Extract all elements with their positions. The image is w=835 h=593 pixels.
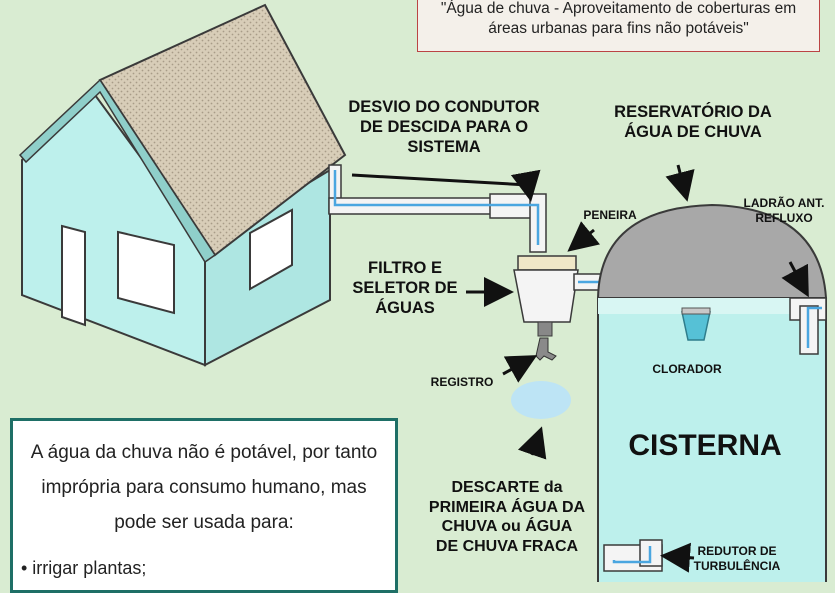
house-window-right — [249, 208, 293, 291]
house-door — [61, 224, 86, 327]
label-cisterna: CISTERNA — [628, 429, 782, 462]
label-desvio: DESVIO DO CONDUTOR DE DESCIDA PARA O SIS… — [348, 98, 540, 157]
usage-note-item: • irrigar plantas; — [21, 558, 147, 578]
label-ladrao: LADRÃO ANT. REFLUXO — [743, 196, 825, 225]
usage-note-box: A água da chuva não é potável, por tanto… — [10, 418, 398, 593]
label-reservatorio: RESERVATÓRIO DA ÁGUA DE CHUVA — [614, 103, 772, 142]
arrow-peneira — [567, 221, 601, 252]
usage-note-text: A água da chuva não é potável, por tanto… — [30, 442, 378, 534]
label-descarte: DESCARTE da PRIMEIRA ÁGUA DA CHUVA ou ÁG… — [428, 479, 586, 555]
diversion-pipe — [328, 164, 547, 253]
cistern-tank — [596, 203, 828, 582]
callout-arrows — [351, 164, 809, 573]
registro-valve — [535, 337, 557, 361]
arrow-desvio — [351, 169, 541, 202]
arrow-ladrao — [781, 261, 809, 298]
filter-selector — [513, 255, 579, 361]
source-caption: "Água de chuva - Aproveitamento de cober… — [417, 0, 820, 52]
label-registro: REGISTRO — [430, 375, 494, 389]
overflow-pipe — [789, 297, 827, 355]
arrow-redutor — [660, 542, 695, 573]
cistern-body — [597, 297, 827, 582]
turbulence-reducer — [603, 539, 663, 572]
arrow-registro — [502, 355, 538, 383]
arrow-reservatorio — [665, 164, 695, 202]
label-peneira: PENEIRA — [583, 208, 637, 222]
label-redutor: REDUTOR DE TURBULÊNCIA — [693, 544, 781, 573]
house-roof-eave — [18, 78, 217, 264]
cistern-dome — [596, 203, 828, 299]
arrow-descarte — [517, 426, 547, 460]
house-window-left — [117, 230, 175, 315]
house — [18, 3, 347, 367]
label-filtro: FILTRO E SELETOR DE ÁGUAS — [352, 259, 458, 318]
label-clorador: CLORADOR — [652, 362, 722, 376]
discard-puddle — [511, 381, 571, 419]
